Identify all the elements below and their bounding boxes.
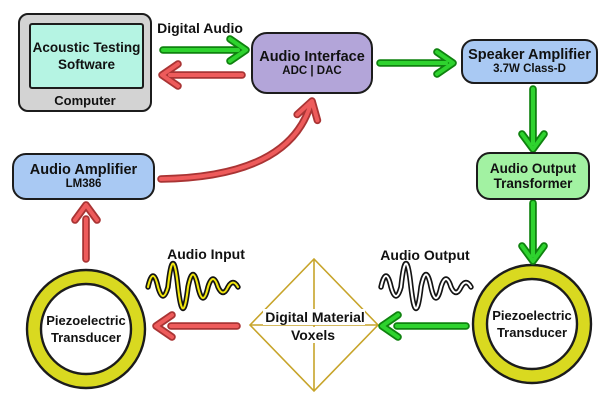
piezo-transducer-right-shape: [471, 263, 593, 385]
audio-amplifier-title: Audio Amplifier: [29, 162, 138, 178]
arrow-left-transducer-to-amplifier: [71, 201, 101, 263]
computer-screen: Acoustic Testing Software: [29, 23, 144, 89]
digital-audio-label: Digital Audio: [157, 20, 243, 36]
computer-node: Acoustic Testing Software Computer: [18, 13, 152, 112]
computer-screen-title: Acoustic Testing Software: [32, 40, 141, 72]
piezo-transducer-left-label: Piezoelectric Transducer: [46, 313, 126, 345]
computer-caption: Computer: [54, 93, 116, 108]
audio-interface-subtitle: ADC | DAC: [282, 64, 342, 77]
audio-input-waveform: [145, 261, 241, 312]
digital-material-voxels-text: Digital Material Voxels: [263, 309, 365, 343]
audio-output-transformer-title: Audio Output Transformer: [489, 161, 577, 191]
arrow-right-transducer-to-voxels: [378, 311, 470, 341]
arrow-computer-to-interface: [159, 35, 250, 65]
arrow-interface-to-speaker-amp: [376, 48, 457, 78]
arrow-interface-to-computer: [158, 60, 246, 90]
speaker-amplifier-subtitle: 3.7W Class-D: [493, 63, 566, 75]
audio-amplifier-subtitle: LM386: [65, 178, 102, 190]
audio-input-label: Audio Input: [167, 246, 245, 262]
digital-material-voxels-shape: [248, 257, 380, 393]
piezo-transducer-right-label: Piezoelectric Transducer: [492, 308, 572, 340]
speaker-amplifier-node: Speaker Amplifier 3.7W Class-D: [461, 39, 598, 84]
audio-output-transformer-node: Audio Output Transformer: [476, 152, 590, 200]
speaker-amplifier-title: Speaker Amplifier: [468, 47, 591, 63]
piezo-transducer-left-shape: [25, 268, 147, 390]
audio-interface-title: Audio Interface: [259, 48, 365, 65]
arrow-voxels-to-left-transducer: [152, 311, 241, 341]
audio-amplifier-node: Audio Amplifier LM386: [12, 153, 155, 200]
arrow-amplifier-to-interface: [157, 97, 322, 183]
digital-material-voxels-label: Digital Material Voxels: [254, 308, 374, 344]
arrow-transformer-to-right-transducer: [518, 199, 548, 265]
arrow-speaker-amp-to-transformer: [518, 85, 548, 153]
audio-interface-node: Audio Interface ADC | DAC: [251, 32, 373, 94]
audio-output-waveform: [378, 261, 474, 312]
audio-output-label: Audio Output: [380, 247, 470, 263]
